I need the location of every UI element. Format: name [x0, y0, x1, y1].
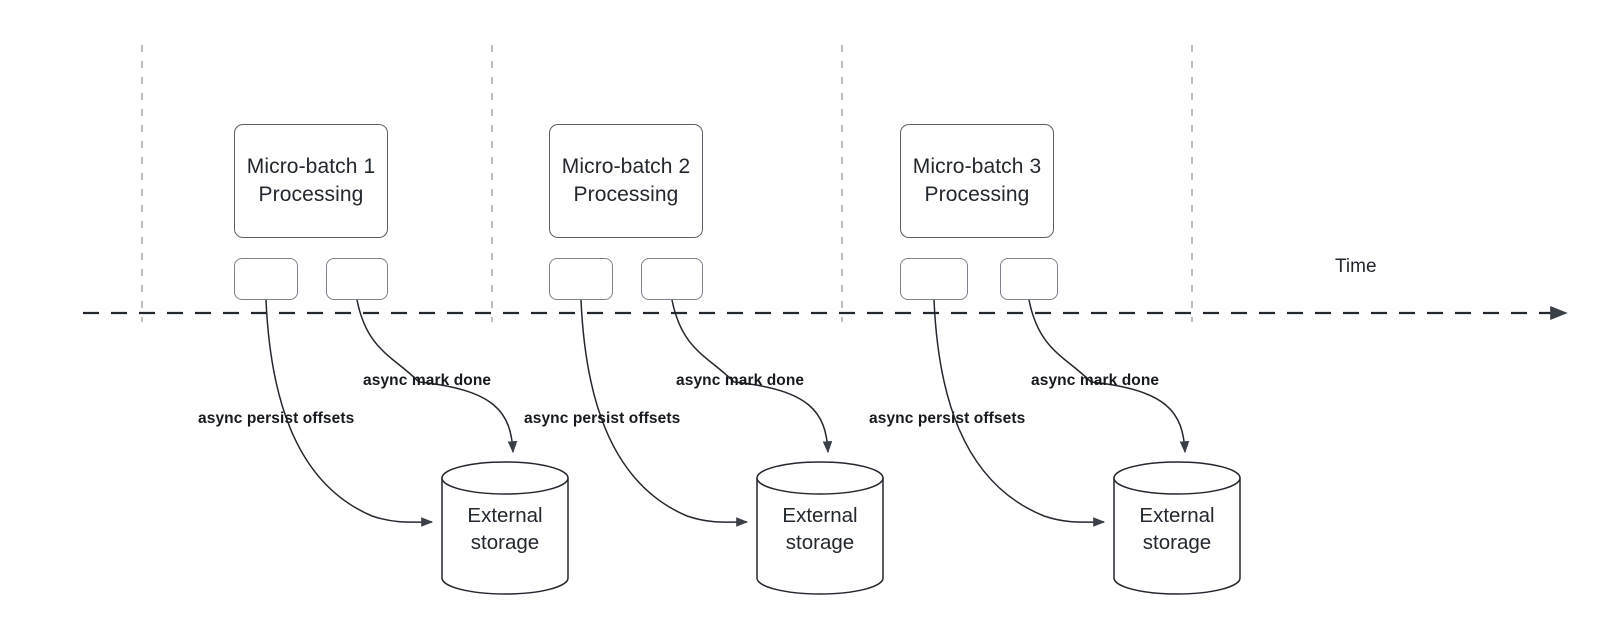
micro-batch-2-title-line2: Processing: [573, 183, 679, 206]
micro-batch-1-event-marker-1[interactable]: [234, 258, 298, 300]
micro-batch-3-title-line1: Micro-batch 3: [912, 155, 1042, 179]
micro-batch-3-async-mark-done-label: async mark done: [1031, 372, 1160, 389]
micro-batch-1-title-line1: Micro-batch 1: [246, 155, 376, 179]
micro-batch-3-event-marker-2[interactable]: [1000, 258, 1058, 300]
micro-batch-2-storage-body: [756, 478, 884, 595]
micro-batch-2-event-marker-1[interactable]: [549, 258, 613, 300]
micro-batch-1-box[interactable]: Micro-batch 1 Processing: [234, 124, 388, 238]
micro-batch-1-storage-label: External storage: [442, 502, 568, 556]
micro-batch-2-async-persist-offsets-label: async persist offsets: [524, 410, 681, 427]
storage-label-line2: storage: [785, 531, 855, 555]
micro-batch-3-async-persist-offsets-label: async persist offsets: [869, 410, 1026, 427]
storage-label-line1: External: [467, 504, 543, 527]
micro-batch-3-storage-top: [1113, 461, 1241, 495]
storage-label-line2: storage: [470, 531, 540, 555]
micro-batch-1-event-marker-2[interactable]: [326, 258, 388, 300]
micro-batch-1-persist-offsets-arrow: [265, 299, 434, 527]
micro-batch-2-storage-top: [756, 461, 884, 495]
micro-batch-2-async-mark-done-label: async mark done: [676, 372, 805, 389]
storage-label-line2: storage: [1142, 531, 1212, 555]
micro-batch-2-storage-label: External storage: [757, 502, 883, 556]
micro-batch-2-event-marker-2[interactable]: [641, 258, 703, 300]
micro-batch-3-event-marker-1[interactable]: [900, 258, 968, 300]
micro-batch-3-storage-body: [1113, 478, 1241, 595]
micro-batch-1-storage-top: [441, 461, 569, 495]
micro-batch-1-async-mark-done-label: async mark done: [363, 372, 492, 389]
micro-batch-2-box[interactable]: Micro-batch 2 Processing: [549, 124, 703, 238]
micro-batch-3-title-line2: Processing: [924, 183, 1030, 206]
storage-label-line1: External: [1139, 504, 1215, 527]
micro-batch-2-title-line1: Micro-batch 2: [561, 155, 691, 179]
micro-batch-2-persist-offsets-arrow: [580, 299, 749, 527]
micro-batch-1-title-line2: Processing: [258, 183, 364, 206]
micro-batch-3-storage-label: External storage: [1114, 502, 1240, 556]
micro-batch-3-mark-done-arrow: [1028, 299, 1190, 454]
micro-batch-1-mark-done-arrow: [356, 299, 518, 454]
time-axis-label: Time: [1335, 256, 1377, 277]
micro-batch-3-persist-offsets-arrow: [933, 299, 1106, 527]
storage-label-line1: External: [782, 504, 858, 527]
micro-batch-2-mark-done-arrow: [671, 299, 833, 454]
micro-batch-3-box[interactable]: Micro-batch 3 Processing: [900, 124, 1054, 238]
micro-batch-1-async-persist-offsets-label: async persist offsets: [198, 410, 355, 427]
micro-batch-1-storage-body: [441, 478, 569, 595]
